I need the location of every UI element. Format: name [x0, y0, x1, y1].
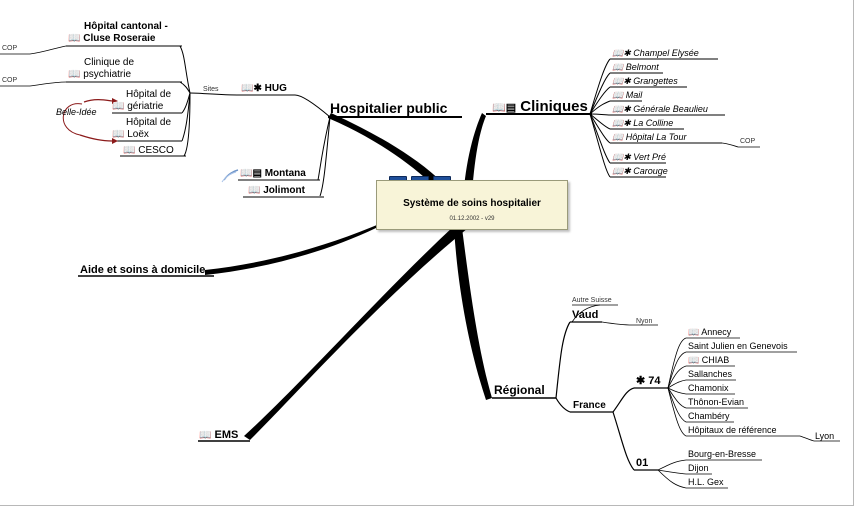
book-icon: 📖	[612, 76, 624, 86]
branch-cliniques-label: Cliniques	[520, 98, 588, 115]
site-loex-line2[interactable]: 📖 Loëx	[112, 129, 149, 140]
central-topic[interactable]: Système de soins hospitalier 01.12.2002 …	[376, 180, 568, 230]
fr74-saint-julien[interactable]: Saint Julien en Genevois	[688, 341, 788, 351]
fr74-sallanches[interactable]: Sallanches	[688, 369, 733, 379]
book-icon: 📖	[612, 62, 624, 72]
trunk-ems	[244, 225, 468, 440]
book-icon: 📖	[248, 185, 261, 196]
fr01-dijon[interactable]: Dijon	[688, 463, 709, 473]
fr74-chambery[interactable]: Chambéry	[688, 411, 730, 421]
fr74-chiab[interactable]: 📖 CHIAB	[688, 355, 730, 365]
gear-icon: ✱	[623, 48, 631, 58]
hug-label: HUG	[264, 83, 287, 94]
branch-ems[interactable]: 📖 EMS	[199, 429, 238, 442]
book-icon: 📖	[612, 90, 624, 100]
fr01-hl-gex[interactable]: H.L. Gex	[688, 477, 724, 487]
trunk-aide	[205, 222, 384, 275]
hug-sites-label: Sites	[203, 86, 219, 93]
central-topic-date: 01.12.2002 - v29	[449, 216, 495, 222]
gear-icon: ✱	[623, 104, 631, 114]
fr01-bourg-en-bresse[interactable]: Bourg-en-Bresse	[688, 449, 757, 459]
book-icon: 📖	[612, 104, 624, 114]
belle-idee-label[interactable]: Belle-Idée	[56, 107, 97, 117]
book-icon: 📖	[612, 132, 624, 142]
gear-icon: ✱	[623, 166, 631, 176]
site-hopital-cantonal-line1[interactable]: Hôpital cantonal -	[84, 21, 168, 32]
doc-icon: ▤	[505, 102, 517, 114]
dept-74-node[interactable]: ✱ 74	[636, 375, 661, 387]
branch-aide-domicile[interactable]: Aide et soins à domicile	[80, 264, 206, 276]
branch-hospitalier-public[interactable]: Hospitalier public	[330, 100, 448, 116]
book-icon: 📖	[688, 327, 700, 337]
jolimont-node[interactable]: 📖 Jolimont	[248, 185, 305, 196]
book-icon: 📖	[688, 355, 700, 365]
clinique-vert-pre[interactable]: 📖✱ Vert Pré	[612, 152, 666, 162]
autre-suisse-label[interactable]: Autre Suisse	[572, 297, 612, 304]
book-icon: 📖	[199, 430, 212, 441]
clinique-champel-elysee[interactable]: 📖✱ Champel Elysée	[612, 48, 699, 58]
branch-ems-label: EMS	[214, 429, 239, 441]
branch-cliniques[interactable]: 📖▤ Cliniques	[492, 98, 588, 115]
dept-01-node[interactable]: 01	[636, 457, 649, 469]
site-geriatrie-line1[interactable]: Hôpital de	[126, 89, 172, 100]
clinique-generale-beaulieu[interactable]: 📖✱ Générale Beaulieu	[612, 104, 708, 114]
book-icon: 📖	[112, 129, 125, 140]
clinique-belmont[interactable]: 📖 Belmont	[612, 62, 659, 72]
site-loex-line1[interactable]: Hôpital de	[126, 117, 172, 128]
book-icon: 📖	[112, 101, 125, 112]
book-icon: 📖	[612, 152, 624, 162]
cop-label-1: COP	[2, 45, 18, 52]
gear-icon: ✱	[623, 118, 631, 128]
site-psychiatrie-line1[interactable]: Clinique de	[84, 57, 135, 68]
fr74-thonon-evian[interactable]: Thônon-Evian	[688, 397, 745, 407]
nyon-label[interactable]: Nyon	[636, 318, 653, 325]
branch-regional[interactable]: Régional	[494, 383, 545, 397]
montana-node[interactable]: 📖▤ Montana	[240, 168, 306, 179]
clinique-mail[interactable]: 📖 Mail	[612, 90, 643, 100]
clinique-carouge[interactable]: 📖✱ Carouge	[612, 166, 668, 176]
book-icon: 📖	[492, 102, 506, 114]
book-icon: 📖	[68, 33, 81, 44]
site-cesco[interactable]: 📖 CESCO	[123, 145, 174, 156]
trunk-regional	[454, 228, 492, 400]
book-icon: 📖	[612, 166, 624, 176]
book-icon: 📖	[612, 48, 624, 58]
fr74-hopitaux-reference[interactable]: Hôpitaux de référence	[688, 425, 777, 435]
book-icon: 📖	[68, 69, 81, 80]
gear-icon: ✱	[623, 152, 631, 162]
site-psychiatrie-line2[interactable]: 📖 psychiatrie	[68, 69, 132, 80]
site-hopital-cantonal-line2[interactable]: 📖 Cluse Roseraie	[68, 33, 156, 44]
central-topic-title: Système de soins hospitalier	[403, 198, 541, 209]
doc-icon: ▤	[252, 168, 262, 179]
hug-node[interactable]: 📖✱ HUG	[241, 83, 287, 95]
clinique-grangettes[interactable]: 📖✱ Grangettes	[612, 76, 678, 86]
book-icon: 📖	[123, 145, 136, 156]
cop-label-2: COP	[2, 77, 18, 84]
fr74-chamonix[interactable]: Chamonix	[688, 383, 729, 393]
site-geriatrie-line2[interactable]: 📖 gériatrie	[112, 101, 164, 112]
fr74-annecy[interactable]: 📖 Annecy	[688, 327, 732, 337]
gear-icon: ✱	[636, 375, 646, 387]
clinique-hopital-la-tour[interactable]: 📖 Hôpital La Tour	[612, 132, 687, 142]
vaud-node[interactable]: Vaud	[572, 309, 599, 321]
book-icon: 📖	[241, 83, 254, 94]
gear-icon: ✱	[623, 76, 631, 86]
clinique-la-colline[interactable]: 📖✱ La Colline	[612, 118, 674, 128]
lyon-node[interactable]: Lyon	[815, 431, 835, 441]
gear-icon: ✱	[253, 83, 262, 94]
cop-label-3: COP	[740, 138, 756, 145]
book-icon: 📖	[612, 118, 624, 128]
book-icon: 📖	[240, 168, 253, 179]
france-node[interactable]: France	[573, 400, 606, 411]
